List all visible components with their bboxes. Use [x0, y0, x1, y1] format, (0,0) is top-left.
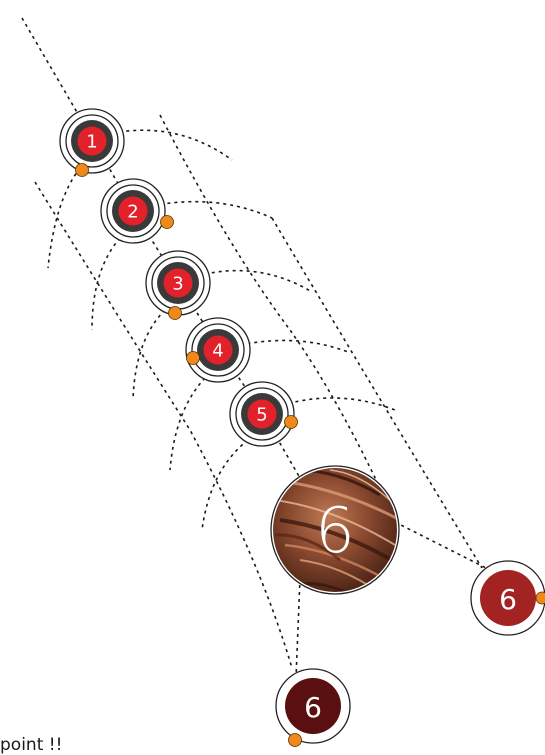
step-node-1: 1 — [59, 108, 125, 177]
link-main-to-bottom — [295, 577, 301, 679]
wood-grain-streak — [274, 533, 341, 562]
caption-text: point !! — [0, 735, 63, 755]
step-label-1: 1 — [86, 132, 97, 153]
step-node-5: 5 — [229, 381, 298, 447]
orbit-dot-icon — [160, 215, 174, 229]
main-node-6: 6 — [270, 465, 400, 595]
branch-node-bottom: 6 — [275, 668, 351, 747]
orbit-dot-icon — [75, 163, 89, 177]
wood-grain-streak — [274, 499, 396, 546]
branch-right-label: 6 — [499, 583, 517, 616]
swing-node-3 — [132, 309, 166, 401]
step-node-4: 4 — [185, 317, 251, 383]
step-node-2: 2 — [100, 178, 174, 244]
swing-node-2 — [91, 237, 121, 331]
crossing-curve-1 — [159, 114, 396, 521]
arc-node-2 — [132, 200, 273, 219]
bridge-curve — [271, 217, 483, 569]
orbit-dot-icon — [168, 306, 182, 320]
link-main-to-right — [394, 521, 491, 571]
orbit-dot-icon — [284, 415, 298, 429]
wood-grain-streak — [299, 559, 391, 592]
step-label-3: 3 — [172, 274, 183, 295]
orbit-dot-icon — [535, 591, 545, 605]
orbit-dot-icon — [288, 733, 302, 747]
arc-node-3 — [177, 269, 313, 293]
branch-node-right: 6 — [470, 560, 545, 636]
step-node-3: 3 — [145, 250, 211, 320]
step-label-5: 5 — [256, 405, 267, 426]
swing-node-1 — [47, 167, 81, 269]
wood-grain-streak — [279, 518, 397, 567]
step-label-2: 2 — [127, 202, 138, 223]
orbit-dot-icon — [186, 351, 200, 365]
swing-node-5 — [201, 439, 249, 531]
main-node-label: 6 — [315, 494, 354, 567]
step-label-4: 4 — [212, 341, 223, 362]
swing-node-4 — [169, 377, 206, 471]
branch-bottom-label: 6 — [304, 691, 322, 724]
